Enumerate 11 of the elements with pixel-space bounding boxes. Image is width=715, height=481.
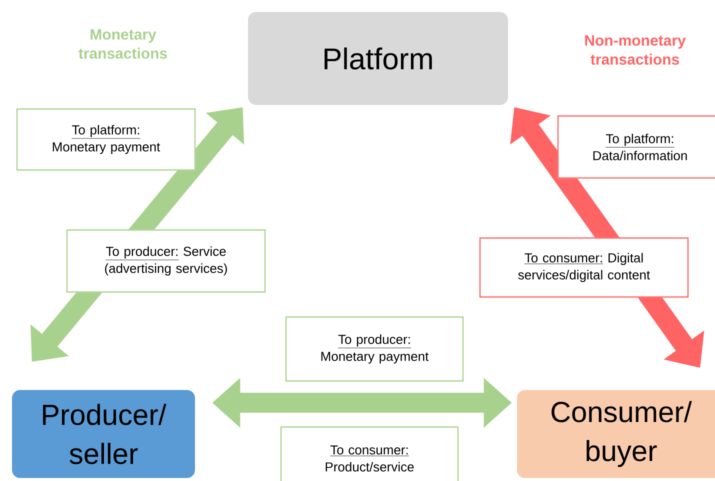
note-box: To producer: Monetary payment xyxy=(285,316,464,382)
entity-box: Producer/ seller xyxy=(12,390,195,478)
entity-box: Platform xyxy=(248,12,508,105)
note-box: To consumer: Product/service xyxy=(280,426,459,481)
heading: Non-monetary transactions xyxy=(585,35,686,65)
note-box: To platform: Monetary payment xyxy=(16,108,196,171)
note-box: To platform: Data/information xyxy=(557,115,715,179)
heading: Monetary transactions xyxy=(78,29,167,59)
note-box: To consumer: Digital services/digital content xyxy=(479,237,689,298)
note-box: To producer: Service (advertising services) xyxy=(66,229,266,293)
entity-box: Consumer/ buyer xyxy=(517,390,715,478)
